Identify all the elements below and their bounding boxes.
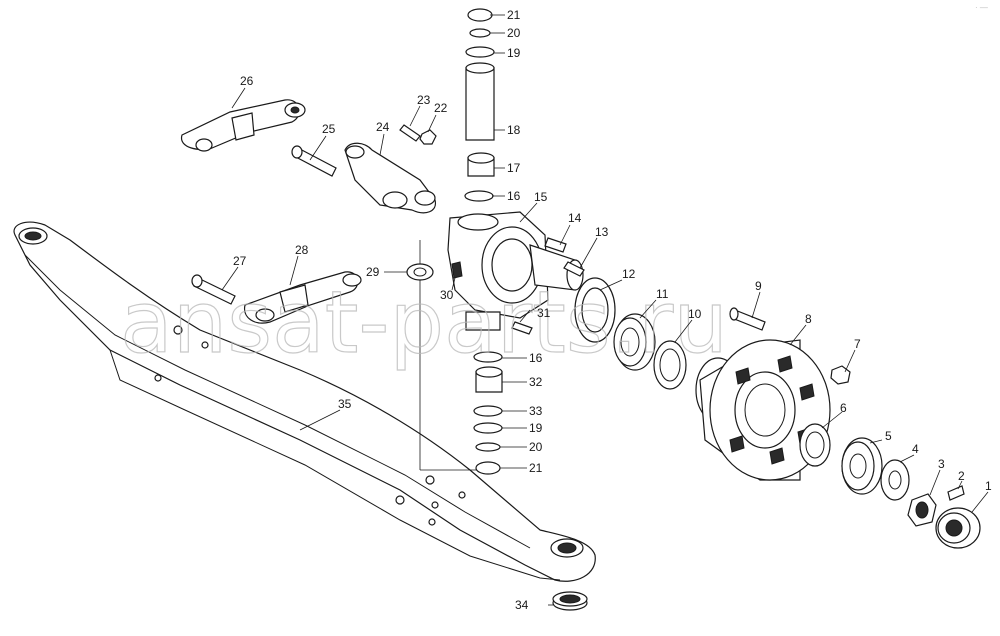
callout-35: 35 — [338, 397, 352, 411]
callout-26: 26 — [240, 74, 254, 88]
washer-29 — [406, 263, 434, 281]
washer-4 — [880, 459, 910, 501]
callout-7: 7 — [854, 337, 861, 351]
fitting-30 — [451, 261, 463, 279]
callout-29: 29 — [366, 265, 380, 279]
callout-23: 23 — [417, 93, 431, 107]
callout-1: 1 — [985, 479, 992, 493]
callout-4: 4 — [912, 442, 919, 456]
bolt-25 — [291, 145, 337, 177]
callout-15: 15 — [534, 190, 548, 204]
callout-30: 30 — [440, 288, 454, 302]
callout-16-lower: 16 — [529, 351, 543, 365]
steering-knuckle-15 — [419, 211, 584, 471]
callout-13: 13 — [595, 225, 609, 239]
callout-32: 32 — [529, 375, 543, 389]
callout-34: 34 — [515, 598, 529, 612]
callout-21-upper: 21 — [507, 8, 521, 22]
callout-12: 12 — [622, 267, 636, 281]
bearing-race-10 — [653, 340, 687, 390]
callout-24: 24 — [376, 120, 390, 134]
callout-9: 9 — [755, 279, 762, 293]
callout-5: 5 — [885, 429, 892, 443]
callout-21-lower: 21 — [529, 461, 543, 475]
bolt-23 — [399, 124, 421, 142]
callout-27: 27 — [233, 254, 247, 268]
steering-arm-28 — [243, 271, 362, 324]
bolt-13 — [563, 261, 585, 277]
callout-33: 33 — [529, 404, 543, 418]
steering-arm-26 — [181, 99, 306, 152]
nut-22 — [419, 129, 437, 145]
leader-lines — [221, 14, 989, 606]
callout-2: 2 — [958, 469, 965, 483]
bolt-14 — [544, 237, 567, 253]
axle-beam — [13, 221, 596, 582]
corner-mark: · — — [975, 3, 988, 12]
callout-18: 18 — [507, 123, 521, 137]
hub-cap-1 — [935, 507, 981, 549]
seal-6 — [799, 423, 831, 467]
bolt-27 — [191, 274, 236, 305]
callout-6: 6 — [840, 401, 847, 415]
wheel-nut-7 — [830, 365, 851, 385]
steering-arm-24 — [344, 142, 437, 214]
watermark-text: ansat-parts.ru — [120, 273, 728, 373]
callout-17: 17 — [507, 161, 521, 175]
callout-11: 11 — [656, 287, 669, 301]
callout-19-upper: 19 — [507, 46, 521, 60]
callout-20-upper: 20 — [507, 26, 521, 40]
callout-14: 14 — [568, 211, 582, 225]
bolt-2 — [947, 485, 965, 501]
callout-25: 25 — [322, 122, 336, 136]
callout-19-lower: 19 — [529, 421, 543, 435]
callout-8: 8 — [805, 312, 812, 326]
bearing-11 — [613, 313, 656, 371]
seal-12 — [574, 277, 616, 343]
callout-labels: 1 2 3 4 5 6 7 8 9 10 11 12 13 14 15 16 1… — [233, 8, 992, 612]
kingpin-stack — [464, 8, 495, 202]
callout-20-lower: 20 — [529, 440, 543, 454]
callout-31: 31 — [537, 306, 551, 320]
bolt-31 — [511, 321, 533, 335]
callout-10: 10 — [688, 307, 702, 321]
callout-3: 3 — [938, 457, 945, 471]
wheel-stud-9 — [729, 307, 766, 331]
bearing-34 — [552, 591, 588, 611]
callout-22: 22 — [434, 101, 448, 115]
callout-28: 28 — [295, 243, 309, 257]
callout-16-upper: 16 — [507, 189, 521, 203]
lock-nut-3 — [907, 493, 937, 527]
bearing-5 — [841, 437, 883, 495]
